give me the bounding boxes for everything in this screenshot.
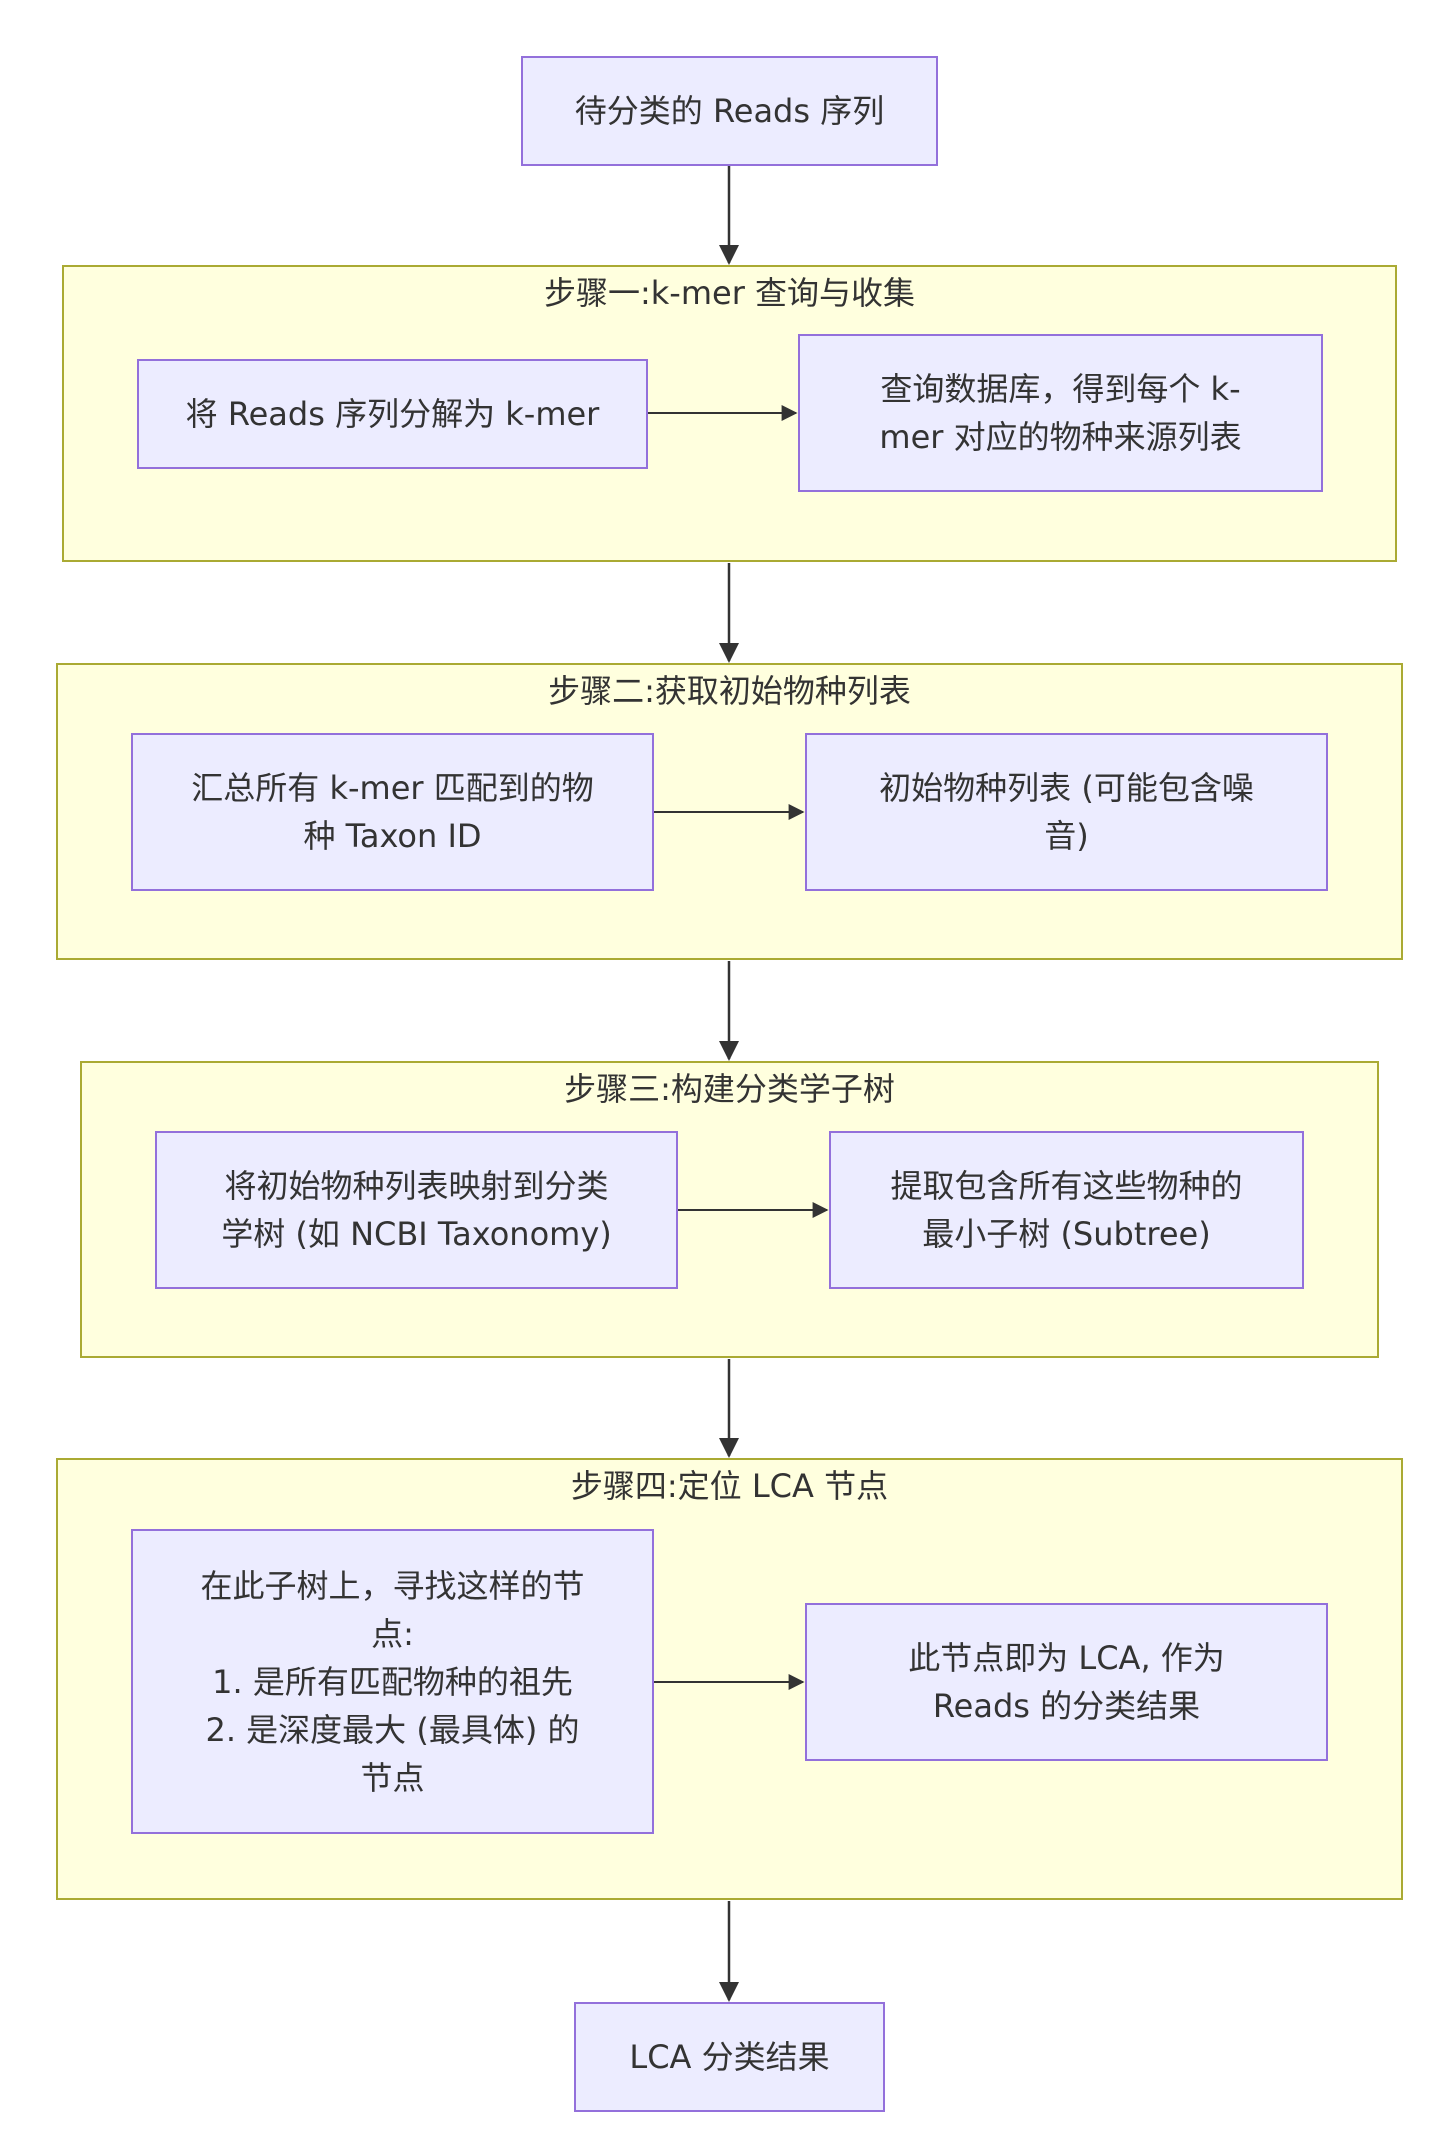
node-start[interactable]: 待分类的 Reads 序列 — [521, 56, 938, 166]
cluster-step1-title: 步骤一:k-mer 查询与收集 — [543, 274, 916, 312]
node-collect-label: 汇总所有 k-mer 匹配到的物 种 Taxon ID — [191, 769, 594, 855]
node-map-tree[interactable]: 将初始物种列表映射到分类 学树 (如 NCBI Taxonomy) — [155, 1131, 678, 1289]
cluster-step3-title: 步骤三:构建分类学子树 — [564, 1070, 895, 1108]
cluster-step4-title: 步骤四:定位 LCA 节点 — [570, 1467, 889, 1505]
node-initial-list-label: 初始物种列表 (可能包含噪 音) — [879, 769, 1254, 855]
cluster-step2-title: 步骤二:获取初始物种列表 — [548, 672, 911, 710]
node-query-label: 查询数据库，得到每个 k- mer 对应的物种来源列表 — [879, 370, 1242, 456]
node-find-label: 在此子树上，寻找这样的节 点: 1. 是所有匹配物种的祖先 2. 是深度最大 (… — [200, 1566, 585, 1797]
node-map-tree-label: 将初始物种列表映射到分类 学树 (如 NCBI Taxonomy) — [221, 1167, 612, 1253]
node-lca-label: 此节点即为 LCA, 作为 Reads 的分类结果 — [908, 1639, 1225, 1725]
node-subtree-label: 提取包含所有这些物种的 最小子树 (Subtree) — [890, 1167, 1243, 1253]
node-subtree[interactable]: 提取包含所有这些物种的 最小子树 (Subtree) — [829, 1131, 1304, 1289]
node-result-label: LCA 分类结果 — [629, 2038, 830, 2076]
node-start-label: 待分类的 Reads 序列 — [574, 92, 885, 130]
node-split[interactable]: 将 Reads 序列分解为 k-mer — [137, 359, 648, 469]
node-lca[interactable]: 此节点即为 LCA, 作为 Reads 的分类结果 — [805, 1603, 1328, 1761]
node-split-label: 将 Reads 序列分解为 k-mer — [185, 395, 600, 433]
node-find[interactable]: 在此子树上，寻找这样的节 点: 1. 是所有匹配物种的祖先 2. 是深度最大 (… — [131, 1529, 654, 1834]
node-result[interactable]: LCA 分类结果 — [574, 2002, 885, 2112]
node-query[interactable]: 查询数据库，得到每个 k- mer 对应的物种来源列表 — [798, 334, 1323, 492]
node-initial-list[interactable]: 初始物种列表 (可能包含噪 音) — [805, 733, 1328, 891]
node-collect[interactable]: 汇总所有 k-mer 匹配到的物 种 Taxon ID — [131, 733, 654, 891]
